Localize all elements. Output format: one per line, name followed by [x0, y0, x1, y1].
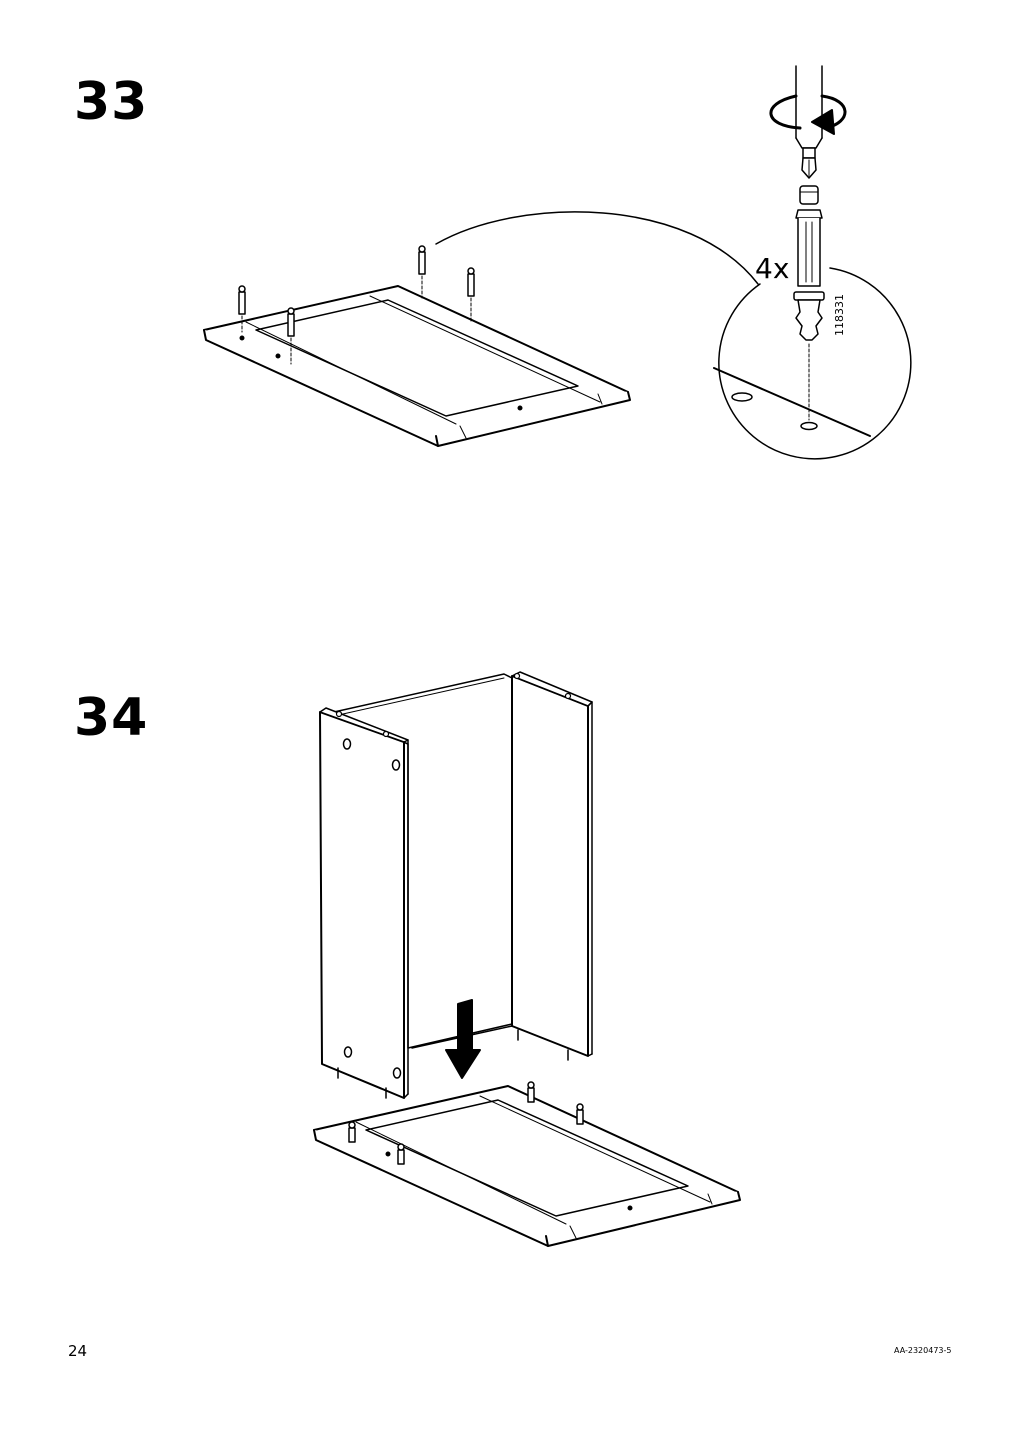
dowel — [467, 267, 475, 323]
page-number: 24 — [68, 1342, 88, 1360]
dowel — [238, 285, 246, 333]
dowel — [527, 1081, 535, 1103]
screwdriver-icon — [795, 65, 823, 179]
dowel — [287, 307, 295, 365]
dowel — [418, 245, 426, 299]
down-arrow-icon — [445, 999, 481, 1079]
frame-panel-step33 — [203, 285, 631, 447]
cam-dowel-part — [793, 185, 825, 421]
callout-leader — [435, 211, 759, 285]
quantity-label: 4x — [755, 252, 789, 285]
step-number-33: 33 — [74, 72, 149, 132]
left-side-panel — [319, 707, 409, 1099]
dowel — [397, 1143, 405, 1165]
rotate-arrow-icon — [769, 94, 847, 135]
detail-circle — [718, 267, 912, 460]
right-side-panel — [411, 671, 593, 1061]
dowel — [348, 1121, 356, 1143]
part-number-label: 118331 — [833, 294, 846, 336]
document-code: AA-2320473-5 — [894, 1346, 952, 1355]
dowel — [576, 1103, 584, 1125]
frame-panel-step34 — [313, 1085, 741, 1247]
step-number-34: 34 — [74, 688, 149, 748]
